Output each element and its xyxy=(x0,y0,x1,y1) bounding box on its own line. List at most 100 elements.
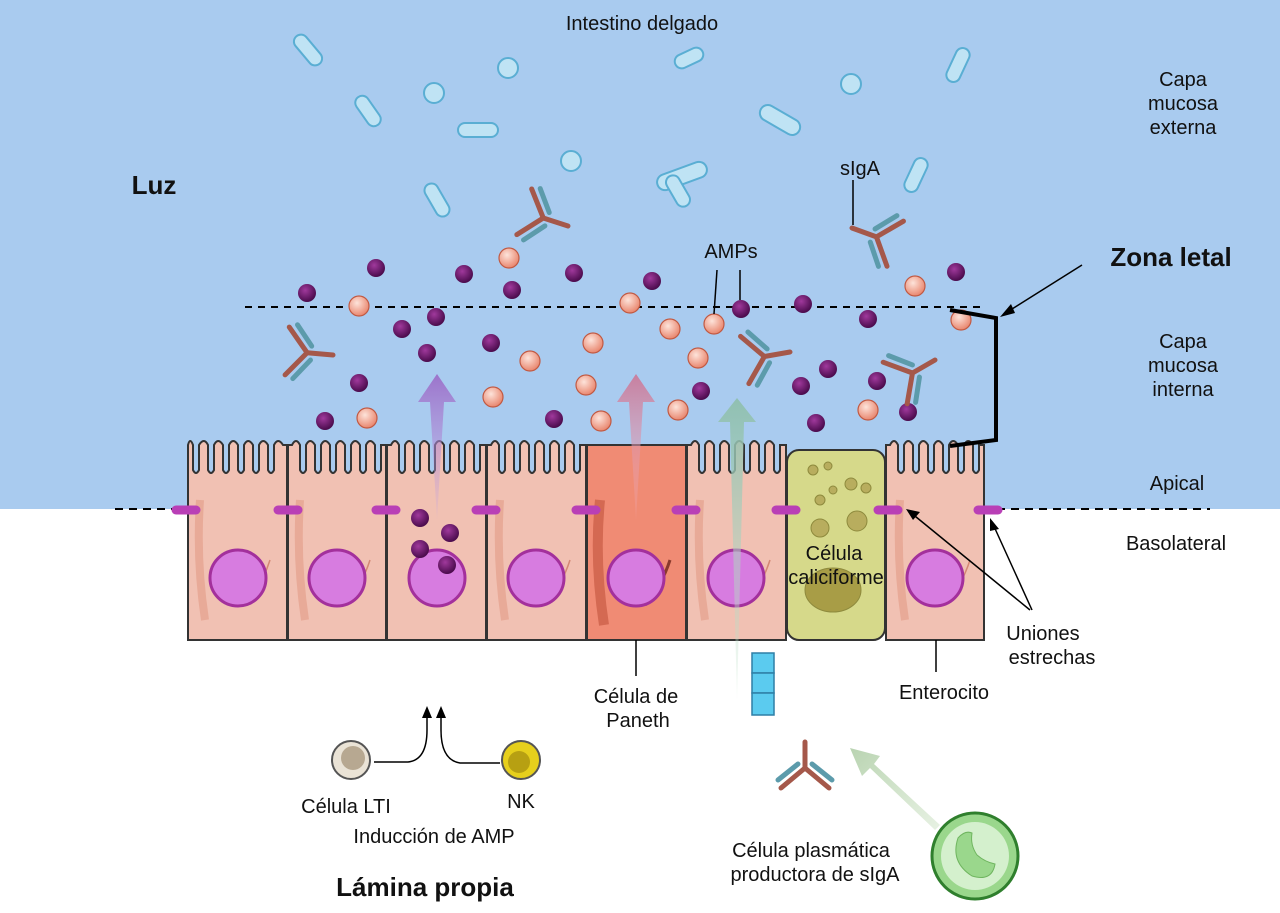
amp-dark xyxy=(298,284,316,302)
mucin-granule xyxy=(810,518,830,538)
bacterium-rod xyxy=(423,182,451,218)
amp-light xyxy=(659,318,681,340)
bacteria xyxy=(292,33,971,218)
nucleus xyxy=(208,548,268,608)
amp-dark xyxy=(868,372,886,390)
lti-cell-label: Célula LTI xyxy=(301,796,391,818)
inner-mucus-label-3: interna xyxy=(1152,379,1214,401)
amp-dark xyxy=(692,382,710,400)
amp-dark xyxy=(367,259,385,277)
goblet-label-1: Célula xyxy=(806,543,864,565)
amp-dark xyxy=(899,403,917,421)
lti-signal-arrow xyxy=(374,712,428,763)
amp-dark xyxy=(411,540,429,558)
amp-dark xyxy=(418,344,436,362)
lamina-propria-label: Lámina propia xyxy=(336,872,514,902)
receptor-segment xyxy=(751,672,775,694)
amp-dark xyxy=(438,556,456,574)
siga-label: sIgA xyxy=(840,158,881,180)
pigr-receptor xyxy=(751,652,775,716)
amp-dark xyxy=(393,320,411,338)
basolateral-label: Basolateral xyxy=(1126,533,1226,555)
amp-light xyxy=(498,247,520,269)
amp-dark xyxy=(947,263,965,281)
receptor-segment xyxy=(751,652,775,674)
amp-light xyxy=(857,399,879,421)
lti-cell xyxy=(331,740,371,780)
amp-dark xyxy=(411,509,429,527)
lti-cell-nucleus xyxy=(341,746,365,770)
tight-junction-pointer xyxy=(991,521,1033,611)
amps-dark xyxy=(298,259,965,432)
amp-light xyxy=(356,407,378,429)
amp-dark xyxy=(643,272,661,290)
plasma-cell-label-2: productora de sIgA xyxy=(731,864,901,886)
amp-light xyxy=(904,275,926,297)
secretion-arrows xyxy=(418,374,756,700)
amp-dark xyxy=(503,281,521,299)
outer-mucus-label-3: externa xyxy=(1150,117,1218,139)
amp-dark xyxy=(455,265,473,283)
amp-dark xyxy=(350,374,368,392)
amp-induction-label: Inducción de AMP xyxy=(353,826,514,848)
amp-dark xyxy=(794,295,812,313)
nk-signal-arrowhead xyxy=(436,706,446,718)
tight-junction-arrowhead xyxy=(990,518,999,531)
inner-mucus-label-2: mucosa xyxy=(1148,355,1219,377)
nk-label: NK xyxy=(507,791,535,813)
tight-junction-arrowhead xyxy=(906,509,920,520)
bacterium-coccus xyxy=(497,57,519,79)
amp-secretion-arrow-purple xyxy=(418,374,456,520)
bacterium-rod xyxy=(945,47,971,83)
amp-dark xyxy=(482,334,500,352)
bacterium-rod xyxy=(665,174,691,208)
tight-junction-label-1: Uniones xyxy=(1006,623,1079,645)
title-top: Intestino delgado xyxy=(566,13,718,35)
bacterium-rod xyxy=(457,122,499,138)
nucleus xyxy=(407,548,467,608)
paneth-label-2: Paneth xyxy=(606,710,669,732)
tight-junction-pointer xyxy=(909,511,1031,611)
mucin-granule xyxy=(828,485,838,495)
nk-cell xyxy=(501,740,541,780)
plasma-arrow xyxy=(850,748,940,830)
mucin-granule xyxy=(844,477,858,491)
siga-antibody-basal xyxy=(778,742,832,788)
amp-secretion-arrow-pink xyxy=(617,374,655,520)
amp-dark xyxy=(859,310,877,328)
bacterium-rod xyxy=(292,33,324,67)
amp-light xyxy=(687,347,709,369)
lumen-label: Luz xyxy=(132,170,177,200)
outer-mucus-label-1: Capa xyxy=(1159,69,1208,91)
plasma-cell xyxy=(930,811,1020,901)
bacterium-coccus xyxy=(840,73,862,95)
plasma-cell-label-1: Célula plasmática xyxy=(732,840,891,862)
lti-signal-arrowhead xyxy=(422,706,432,718)
amps-light xyxy=(348,247,972,432)
amp-dark xyxy=(792,377,810,395)
amp-light xyxy=(582,332,604,354)
nucleus xyxy=(606,548,666,608)
lethal-zone-label: Zona letal xyxy=(1110,242,1231,272)
intracellular-amps xyxy=(411,509,459,574)
amp-light xyxy=(519,350,541,372)
goblet-label-2: caliciforme xyxy=(788,567,884,589)
apical-label: Apical xyxy=(1150,473,1204,495)
bacterium-rod xyxy=(673,46,705,70)
amp-dark xyxy=(545,410,563,428)
lethal-zone-pointer xyxy=(1003,264,1083,315)
bacterium-rod xyxy=(903,157,929,193)
amp-dark xyxy=(807,414,825,432)
amp-dark xyxy=(441,524,459,542)
nucleus xyxy=(506,548,566,608)
nk-signal-arrow xyxy=(440,712,500,764)
nk-cell-nucleus xyxy=(508,751,530,773)
amp-dark xyxy=(565,264,583,282)
amp-dark xyxy=(316,412,334,430)
amp-dark xyxy=(427,308,445,326)
bacterium-coccus xyxy=(423,82,445,104)
enterocyte-label: Enterocito xyxy=(899,682,989,704)
mucin-granule xyxy=(860,482,872,494)
amps-pointer xyxy=(713,269,718,315)
mucin-granule xyxy=(846,510,868,532)
